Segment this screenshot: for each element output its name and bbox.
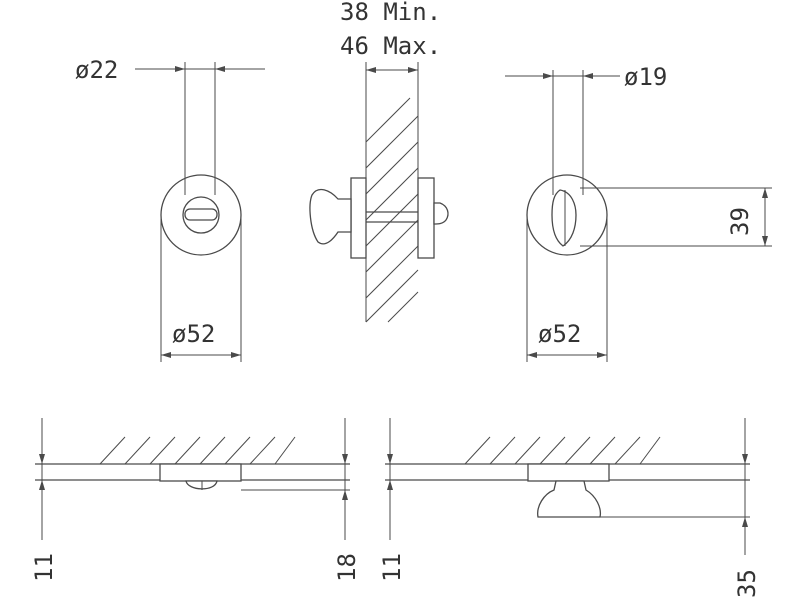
- label-d52-right: ø52: [538, 320, 581, 348]
- bottom-view-right: 11 35: [378, 418, 761, 598]
- knob-plan-right: [537, 480, 602, 518]
- label-max: 46 Max.: [340, 32, 441, 60]
- arrow-11l-bottom: [39, 480, 45, 490]
- label-d52-left: ø52: [172, 320, 215, 348]
- label-11-right: 11: [378, 553, 406, 582]
- arrow-35-bottom: [742, 517, 748, 527]
- arrow-11l-top: [39, 454, 45, 464]
- arrow-39-top: [762, 188, 768, 198]
- rosette-left: [350, 177, 367, 259]
- arrow-d52r-left: [527, 352, 537, 358]
- arrow-35-top: [742, 454, 748, 464]
- label-18: 18: [333, 553, 361, 582]
- label-39: 39: [726, 207, 754, 236]
- front-view-right: ø19 39 ø52: [505, 63, 772, 362]
- arrow-thick-left: [366, 67, 376, 73]
- door-hatching: [365, 97, 419, 323]
- arrow-d19-right: [583, 73, 593, 79]
- arrow-18-bottom: [342, 490, 348, 500]
- arrow-11r-top: [387, 454, 393, 464]
- arrow-d52l-right: [231, 352, 241, 358]
- label-35: 35: [733, 569, 761, 598]
- bottom-view-left: 11 18: [30, 418, 361, 582]
- rosette-right: [417, 177, 435, 259]
- label-min: 38 Min.: [340, 0, 441, 26]
- rosette-plan-right: [527, 463, 610, 482]
- knob-slot: [184, 208, 218, 221]
- arrow-d19-left: [543, 73, 553, 79]
- side-section-view: 38 Min. 46 Max.: [309, 0, 449, 323]
- knob-circle: [182, 196, 220, 234]
- front-view-left: ø22 ø52: [75, 56, 265, 362]
- outer-knob: [309, 188, 352, 245]
- arrow-d52r-right: [597, 352, 607, 358]
- inner-turn: [433, 202, 449, 225]
- wall-hatching-left: [99, 436, 296, 465]
- wall-hatching-right: [464, 436, 661, 465]
- label-d22: ø22: [75, 56, 118, 84]
- arrow-18-top: [342, 454, 348, 464]
- turn-knob: [551, 189, 577, 247]
- arrow-d52l-left: [161, 352, 171, 358]
- rosette-plan-left: [159, 463, 242, 482]
- arrow-d22-left: [175, 66, 185, 72]
- arrow-d22-right: [215, 66, 225, 72]
- label-11-left: 11: [30, 553, 58, 582]
- arrow-thick-right: [408, 67, 418, 73]
- arrow-39-bottom: [762, 236, 768, 246]
- label-d19: ø19: [624, 63, 667, 91]
- arrow-11r-bottom: [387, 480, 393, 490]
